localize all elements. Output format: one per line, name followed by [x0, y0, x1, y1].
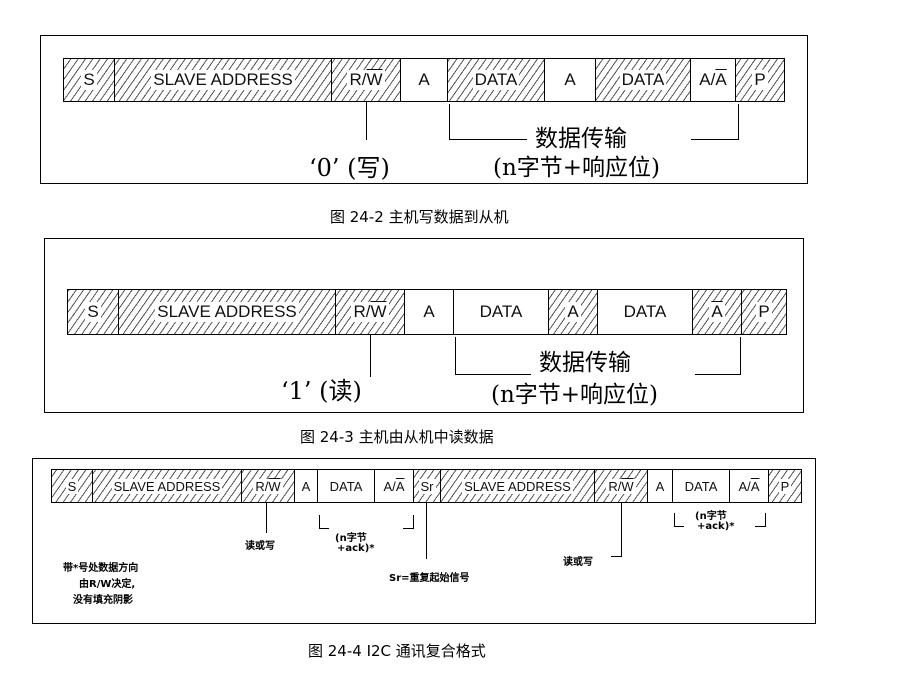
bracket-bottom-left [449, 139, 527, 140]
nbytes2-bracket-bottom-l [674, 526, 684, 527]
nbytes2-bracket-bottom-r [755, 526, 765, 527]
field-ack: A [404, 289, 454, 335]
field-data-2: DATA [672, 469, 730, 503]
read-write-label-2: 读或写 [563, 557, 593, 568]
rw-pointer-line [366, 102, 367, 140]
field-start: S [51, 469, 93, 503]
data-transfer-sub: (n字节+响应位) [493, 155, 661, 181]
rw2-pointer-foot [611, 556, 622, 557]
field-ack-nack-1: A/A [374, 469, 414, 503]
field-rw-1: R/W [241, 469, 295, 503]
field-rw: R/W [331, 58, 401, 102]
figure-24-4-frame: S SLAVE ADDRESS R/W A DATA A/A Sr SLAVE … [32, 458, 816, 624]
caption-24-4: 图 24-4 I2C 通讯复合格式 [308, 642, 486, 660]
nbytes1-bracket-bottom-r [403, 528, 413, 529]
nbytes-label-2b: +ack)* [697, 521, 735, 532]
field-slave-address: SLAVE ADDRESS [114, 58, 332, 102]
field-ack-2: A [647, 469, 673, 503]
bracket-bottom-right [695, 374, 741, 375]
figure-24-3-frame: S SLAVE ADDRESS R/W A DATA A DATA A P 数据… [44, 238, 804, 413]
data-transfer-label: 数据传输 [535, 126, 627, 152]
field-data-1: DATA [453, 289, 549, 335]
note-line-2: 由R/W决定, [79, 579, 136, 590]
field-start: S [67, 289, 119, 335]
field-ack-nack-2: A/A [729, 469, 769, 503]
nbytes1-bracket-left [319, 515, 320, 529]
field-rw-2: R/W [594, 469, 648, 503]
field-stop: P [735, 58, 785, 102]
rw-pointer-line [370, 335, 371, 377]
bracket-bottom-left [455, 374, 531, 375]
caption-24-2: 图 24-2 主机写数据到从机 [330, 208, 509, 226]
rw2-pointer-line [621, 503, 622, 557]
field-stop: P [741, 289, 787, 335]
bracket-left [455, 337, 456, 375]
nbytes-label-2a: (n字节 [695, 511, 727, 522]
sr-pointer-line [426, 503, 427, 559]
bracket-right [738, 104, 739, 140]
field-ack-2: A [548, 289, 598, 335]
field-ack: A [400, 58, 448, 102]
field-ack-nack: A/A [690, 58, 736, 102]
note-line-3: 没有填充阴影 [73, 595, 133, 606]
bracket-bottom-right [691, 139, 739, 140]
nbytes2-bracket-right [765, 513, 766, 527]
nbytes-label-1b: +ack)* [337, 543, 375, 554]
bracket-right [740, 337, 741, 375]
rw1-pointer-line [266, 503, 267, 533]
field-start: S [63, 58, 115, 102]
data-transfer-label: 数据传输 [539, 350, 631, 376]
bracket-left [449, 104, 450, 140]
field-data-1: DATA [317, 469, 375, 503]
field-data-2: DATA [595, 58, 691, 102]
read-write-label-1: 读或写 [245, 541, 275, 552]
read-bit-label: ‘1’ (读) [281, 377, 362, 405]
nbytes-label-1a: (n字节 [335, 533, 367, 544]
sr-note: Sr=重复起始信号 [389, 573, 470, 584]
field-slave-address-2: SLAVE ADDRESS [440, 469, 595, 503]
field-rw: R/W [335, 289, 405, 335]
field-ack-1: A [294, 469, 318, 503]
caption-24-3: 图 24-3 主机由从机中读数据 [300, 428, 494, 446]
nbytes1-bracket-bottom-l [319, 528, 329, 529]
field-slave-address: SLAVE ADDRESS [118, 289, 336, 335]
data-transfer-sub: (n字节+响应位) [491, 382, 659, 408]
field-data-2: DATA [597, 289, 693, 335]
field-stop: P [768, 469, 802, 503]
nbytes1-bracket-right [413, 515, 414, 529]
field-repeated-start: Sr [413, 469, 441, 503]
field-nack: A [692, 289, 742, 335]
field-slave-address-1: SLAVE ADDRESS [92, 469, 242, 503]
nbytes2-bracket-left [674, 513, 675, 527]
write-bit-label: ‘0’ (写) [309, 154, 390, 182]
figure-24-2-frame: S SLAVE ADDRESS R/W A DATA A DATA A/A P … [40, 35, 808, 184]
field-data-1: DATA [447, 58, 545, 102]
note-line-1: 带*号处数据方向 [63, 563, 139, 574]
field-ack-2: A [544, 58, 596, 102]
